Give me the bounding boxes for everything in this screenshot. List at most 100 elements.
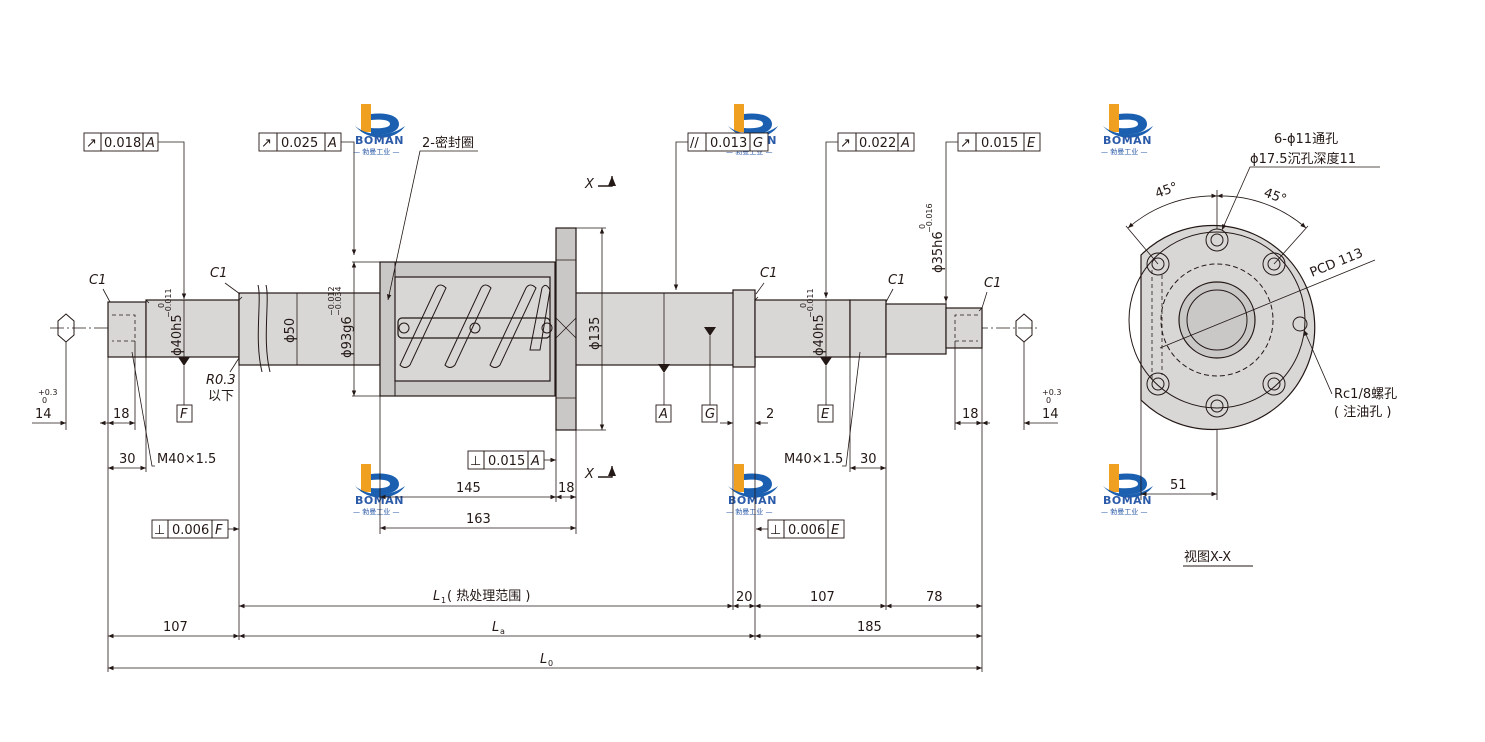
svg-text:107: 107 [163, 620, 188, 635]
dim-30-right: 30 [850, 452, 886, 471]
fcf-runout-end: ↗ 0.015 E [943, 132, 1041, 302]
svg-text:— 勃曼工业 —: — 勃曼工业 — [1101, 507, 1147, 516]
svg-text:↗: ↗ [261, 136, 272, 151]
svg-text:0.015: 0.015 [981, 136, 1018, 151]
svg-text:⊥: ⊥ [770, 523, 781, 538]
dim-14-right: 14 +0.3 0 [982, 388, 1061, 426]
label-seal: 2-密封圈 [386, 135, 478, 301]
fcf-runout-shaft: ↗ 0.025 A [258, 132, 357, 255]
svg-text:F: F [215, 523, 223, 538]
extension-lines [65, 341, 1025, 672]
dim-L0: L 0 [108, 652, 982, 671]
watermark-logo: BOMAN — 勃曼工业 — [353, 104, 405, 156]
dia-40h5-left: ϕ40h5 0 −0.011 [157, 288, 185, 356]
svg-text:— 勃曼工业 —: — 勃曼工业 — [353, 147, 399, 156]
svg-text:C1: C1 [888, 273, 905, 288]
svg-text:A: A [145, 136, 155, 151]
svg-text:ϕ93g6: ϕ93g6 [340, 316, 355, 358]
svg-text:L: L [492, 620, 499, 635]
svg-text:0: 0 [42, 396, 47, 405]
watermark-logo: BOMAN — 勃曼工业 — [726, 464, 778, 516]
svg-text:20: 20 [736, 590, 753, 605]
svg-text:X: X [584, 177, 595, 192]
svg-text:BOMAN: BOMAN [728, 494, 777, 507]
svg-text:BOMAN: BOMAN [1103, 134, 1152, 147]
svg-text:+0.3: +0.3 [38, 388, 57, 397]
svg-text:( 注油孔 ): ( 注油孔 ) [1334, 405, 1391, 420]
svg-text:E: E [1027, 136, 1036, 151]
label-thread-left: M40×1.5 [131, 351, 216, 467]
dia-40h5-right: ϕ40h5 0 −0.011 [799, 288, 827, 356]
svg-text:145: 145 [456, 481, 481, 496]
svg-text:107: 107 [810, 590, 835, 605]
svg-text://: // [690, 136, 699, 151]
svg-text:−0.012: −0.012 [327, 286, 336, 316]
fcf-perp-flange: ⊥ 0.015 A [467, 450, 556, 470]
dim-La: L a [239, 620, 755, 639]
svg-text:G: G [705, 407, 715, 422]
svg-text:⊥: ⊥ [470, 454, 481, 469]
svg-text:185: 185 [857, 620, 882, 635]
dia-135: ϕ135 [588, 317, 603, 350]
svg-text:0: 0 [1046, 396, 1051, 405]
label-fillet: R0.3 以下 [206, 357, 240, 404]
svg-text:X: X [584, 467, 595, 482]
svg-text:A: A [530, 454, 540, 469]
svg-text:0: 0 [157, 303, 166, 308]
chamfer-labels: C1 C1 C1 C1 C1 [89, 266, 1001, 309]
dim-14-left: 14 +0.3 0 [32, 388, 108, 426]
dim-78: 78 [886, 590, 982, 609]
svg-text:↗: ↗ [840, 136, 851, 151]
svg-text:−0.016: −0.016 [925, 203, 934, 233]
section-mark-bottom: X [584, 466, 616, 482]
svg-text:M40×1.5: M40×1.5 [784, 452, 843, 467]
svg-text:18: 18 [558, 481, 575, 496]
svg-text:— 勃曼工业 —: — 勃曼工业 — [353, 507, 399, 516]
svg-text:78: 78 [926, 590, 943, 605]
svg-text:A: A [327, 136, 337, 151]
svg-text:↗: ↗ [960, 136, 971, 151]
svg-text:0.018: 0.018 [104, 136, 141, 151]
svg-text:M40×1.5: M40×1.5 [157, 452, 216, 467]
svg-text:C1: C1 [760, 266, 777, 281]
watermark-logo: BOMAN — 勃曼工业 — [1101, 104, 1153, 156]
svg-text:— 勃曼工业 —: — 勃曼工业 — [726, 147, 772, 156]
svg-text:L: L [540, 652, 547, 667]
svg-text:a: a [500, 627, 505, 636]
fcf-perp-left: ⊥ 0.006 F [151, 519, 239, 539]
svg-text:ϕ17.5沉孔深度11: ϕ17.5沉孔深度11 [1250, 151, 1356, 167]
svg-text:0.006: 0.006 [788, 523, 825, 538]
svg-text:E: E [821, 407, 830, 422]
svg-text:0: 0 [548, 659, 553, 668]
svg-text:14: 14 [1042, 407, 1059, 422]
svg-text:— 勃曼工业 —: — 勃曼工业 — [726, 507, 772, 516]
svg-text:BOMAN: BOMAN [355, 134, 404, 147]
label-thread-right: M40×1.5 [784, 351, 861, 467]
svg-text:A: A [900, 136, 910, 151]
watermark-logo: BOMAN — 勃曼工业 — [353, 464, 405, 516]
svg-text:F: F [180, 407, 188, 422]
svg-text:C1: C1 [210, 266, 227, 281]
svg-text:1: 1 [441, 596, 446, 605]
dia-35h6: ϕ35h6 0 −0.016 [918, 203, 946, 273]
screw-shaft [107, 284, 983, 373]
dim-30-left: 30 [108, 452, 146, 471]
svg-text:G: G [753, 136, 763, 151]
dim-18-flange: 18 [556, 481, 576, 500]
svg-text:18: 18 [962, 407, 979, 422]
svg-text:0: 0 [799, 303, 808, 308]
dim-107-left: 107 [108, 620, 239, 639]
svg-text:30: 30 [860, 452, 877, 467]
svg-text:0.025: 0.025 [281, 136, 318, 151]
dim-L1: L 1 ( 热处理范围 ) [239, 589, 733, 609]
datum-g: G [701, 327, 718, 423]
svg-text:ϕ50: ϕ50 [283, 318, 298, 343]
view-label: 视图X-X [1184, 550, 1231, 565]
svg-text:E: E [831, 523, 840, 538]
oil-hole-icon [1292, 316, 1308, 332]
dim-2: 2 [720, 407, 774, 426]
svg-text:BOMAN: BOMAN [355, 494, 404, 507]
svg-text:以下: 以下 [208, 389, 234, 404]
svg-text:Rc1/8螺孔: Rc1/8螺孔 [1334, 387, 1397, 402]
